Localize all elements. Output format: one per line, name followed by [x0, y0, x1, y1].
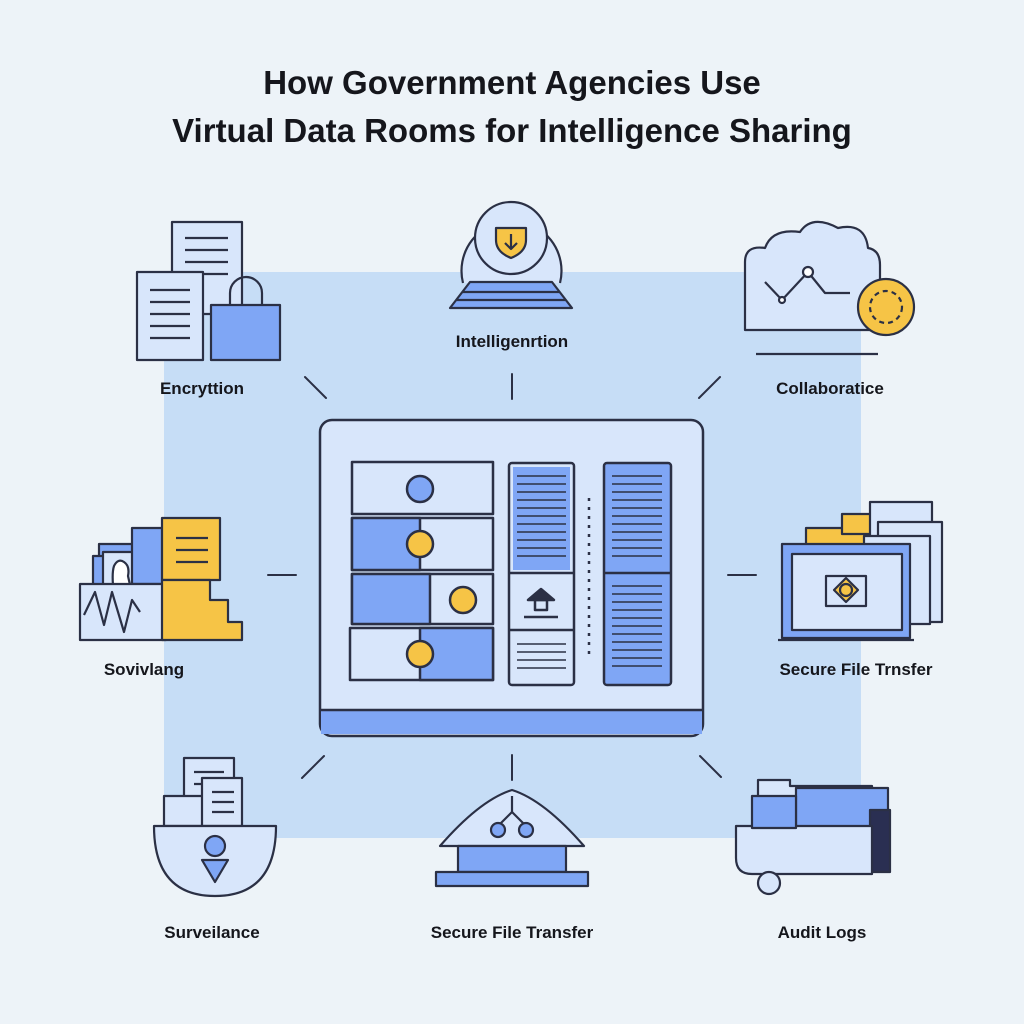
laptop-files-icon	[778, 500, 944, 642]
label-intelligence: Intelligenrtion	[455, 332, 569, 351]
bowl-documents-icon	[152, 756, 278, 898]
monitoring-folders-icon	[78, 516, 244, 642]
tent-network-icon	[434, 788, 590, 888]
connector-bottom-left	[301, 755, 325, 779]
connector-top-right	[698, 376, 721, 399]
shield-dome-icon	[448, 200, 574, 310]
connector-bottom-right	[699, 755, 722, 778]
label-encryption: Encryttion	[159, 379, 245, 398]
cloud-chart-icon	[743, 220, 916, 356]
label-sovivlang: Sovivlang	[103, 660, 185, 679]
label-collaboration: Collaboratice	[776, 379, 884, 398]
cart-folders-icon	[734, 778, 892, 896]
title-line-1: How Government Agencies Use	[263, 64, 761, 101]
label-secure-file-transfer-right: Secure File Trnsfer	[779, 660, 933, 679]
connectors	[267, 373, 757, 781]
documents-padlock-icon	[135, 220, 282, 362]
server-stripes	[517, 475, 662, 669]
title-line-2: Virtual Data Rooms for Intelligence Shar…	[172, 112, 852, 149]
connector-top-left	[304, 376, 327, 399]
label-audit-logs: Audit Logs	[777, 923, 867, 942]
label-surveillance: Surveilance	[164, 923, 260, 942]
label-secure-file-transfer-bottom: Secure File Transfer	[430, 923, 594, 942]
data-room-server-icon	[318, 418, 705, 738]
